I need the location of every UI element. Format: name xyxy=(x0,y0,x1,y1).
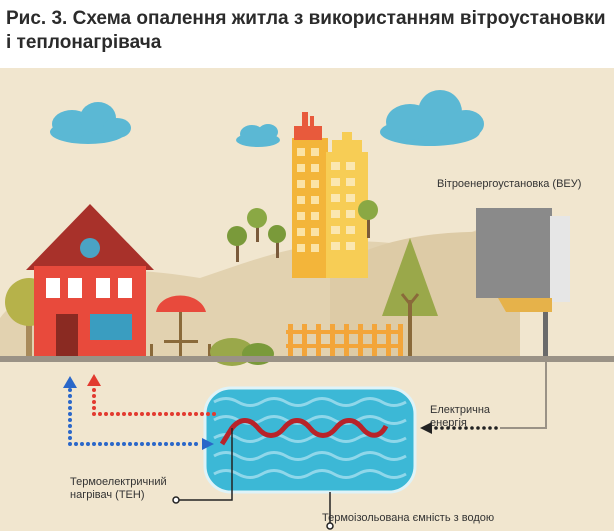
heating-scheme-illustration xyxy=(0,68,614,531)
cold-water-arrow xyxy=(63,376,214,450)
electric-energy-label-line-1: Електрична xyxy=(430,404,491,416)
house-icon xyxy=(26,204,154,358)
figure-title-line-2: і теплонагрівача xyxy=(6,32,162,53)
pine-tree-icon xyxy=(382,238,438,358)
tree-icon xyxy=(247,208,267,242)
building-orange xyxy=(292,112,328,278)
tree-icon xyxy=(227,226,247,262)
heater-leader-line xyxy=(176,428,233,501)
heater-coil xyxy=(219,418,389,446)
heater-leader-dot xyxy=(172,496,180,504)
tree-icon xyxy=(358,200,378,238)
electric-energy-label-line-2: енергія xyxy=(430,417,467,429)
electric-energy-label: Електрична енергія xyxy=(430,404,490,430)
fence-icon xyxy=(286,324,403,358)
tank-leader-dot xyxy=(326,522,334,530)
heater-label-line-1: Термоелектричний xyxy=(70,476,167,488)
electric-cable xyxy=(500,362,547,429)
cloud-icon xyxy=(380,90,484,146)
heater-label: Термоелектричний нагрівач (ТЕН) xyxy=(70,476,167,502)
cloud-icon xyxy=(236,124,280,147)
wind-turbine-icon xyxy=(476,208,570,356)
tank-label: Термоізольована ємність з водою xyxy=(322,512,495,524)
ground-line xyxy=(0,356,614,362)
electric-energy-dotted-arrow xyxy=(420,422,498,434)
title-bar: Рис. 3. Схема опалення житла з використа… xyxy=(0,0,614,68)
water-tank xyxy=(203,386,417,494)
tree-icon xyxy=(268,225,286,258)
figure-title: Рис. 3. Схема опалення житла з використа… xyxy=(6,7,606,55)
hot-water-arrow xyxy=(87,374,216,416)
wind-turbine-label: Вітроенергоустановка (ВЕУ) xyxy=(437,178,582,190)
figure-title-line-1: Рис. 3. Схема опалення житла з використа… xyxy=(6,8,606,29)
cloud-icon xyxy=(50,102,131,144)
heater-label-line-2: нагрівач (ТЕН) xyxy=(70,489,145,501)
patio-umbrella-icon xyxy=(150,295,211,358)
